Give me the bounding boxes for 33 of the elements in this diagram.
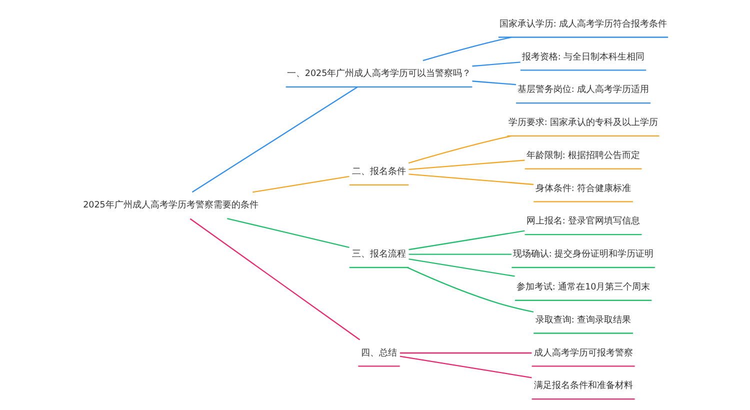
node-text: 二、报名条件 [352, 167, 406, 178]
connector [408, 174, 534, 186]
node-text: 2025年广州成人高考学历考警察需要的条件 [83, 200, 258, 211]
connector [408, 135, 512, 164]
connector [472, 62, 520, 67]
connector [472, 80, 516, 86]
connector [252, 176, 350, 193]
node-text: 三、报名流程 [352, 250, 406, 260]
node-text: 网上报名: 登录官网填写信息 [526, 216, 640, 227]
node-text: 基层警务岗位: 成人高考学历适用 [517, 85, 650, 96]
connector [408, 254, 512, 255]
connector [408, 160, 525, 170]
connector [227, 218, 350, 248]
connector [408, 230, 525, 250]
node-text: 现场确认: 提交身份证明和学历证明 [512, 250, 654, 260]
connector [422, 36, 512, 62]
node-text: 四、总结 [361, 348, 398, 358]
node-text: 参加考试: 通常在10月第三个周末 [516, 282, 650, 292]
connector [400, 352, 532, 354]
node-text: 成人高考学历可报考警察 [534, 348, 633, 358]
connector [400, 356, 532, 378]
node-text: 满足报名条件和准备材料 [534, 381, 633, 392]
node-text: 报考资格: 与全日制本科生相同 [522, 52, 645, 62]
connector [407, 267, 534, 313]
node-text: 年龄限制: 根据招聘公告而定 [526, 150, 640, 161]
connector [408, 258, 515, 277]
node-text: 国家承认学历: 成人高考学历符合报考条件 [499, 19, 668, 30]
node-text: 一、2025年广州成人高考学历可以当警察吗？ [286, 69, 472, 80]
node-text: 学历要求: 国家承认的专科及以上学历 [508, 118, 658, 128]
connector [192, 86, 358, 193]
connector [190, 218, 360, 340]
node-text: 身体条件: 符合健康标准 [535, 184, 632, 194]
node-text: 录取查询: 查询录取结果 [535, 315, 632, 326]
